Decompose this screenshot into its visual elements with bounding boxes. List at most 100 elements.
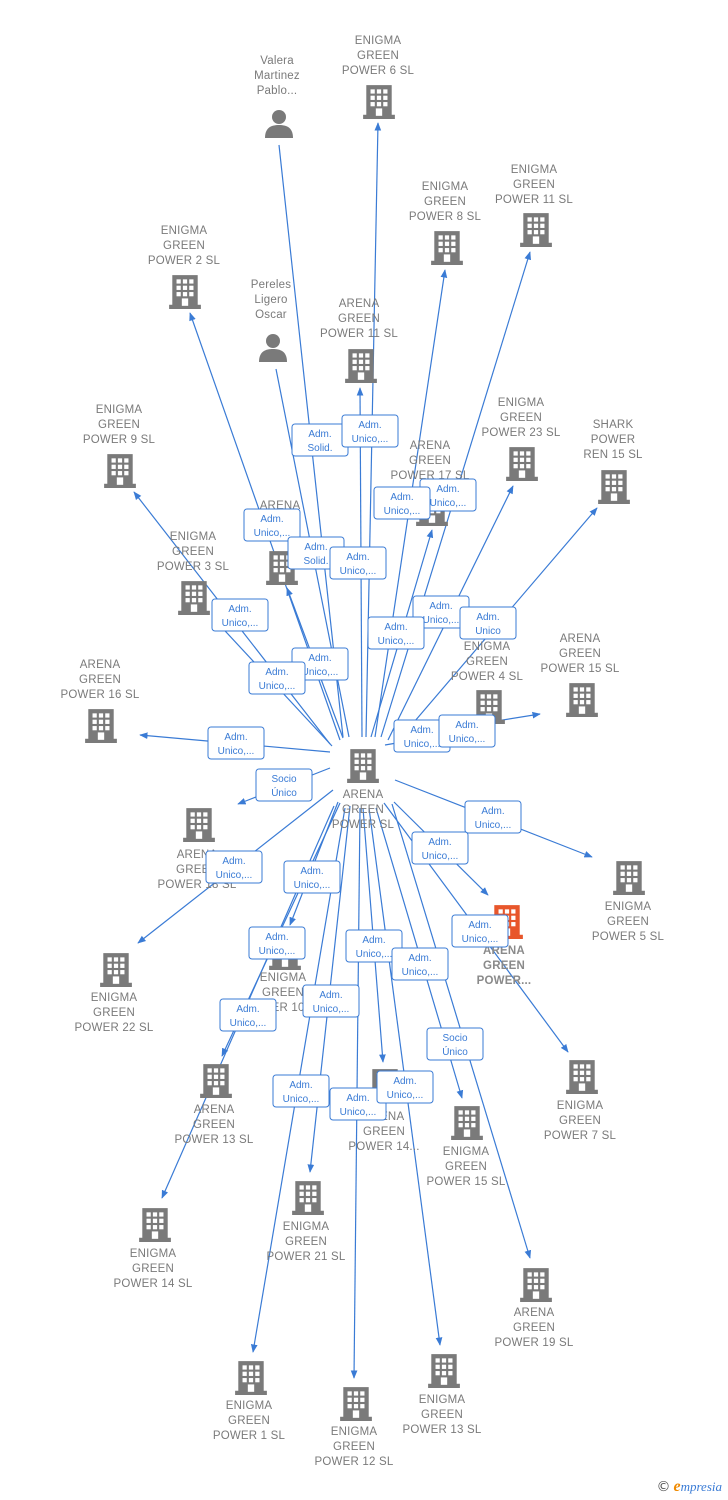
- relation-label-ag11[interactable]: Adm.Unico,...: [329, 546, 387, 580]
- relation-box: [248, 926, 306, 960]
- relation-text: Adm.: [308, 429, 331, 440]
- node-label-line: POWER 14...: [348, 1141, 419, 1153]
- relation-label-ag14[interactable]: Adm.Unico,...: [345, 929, 403, 963]
- relation-label-ag15b[interactable]: Adm.Unico,...: [438, 714, 496, 748]
- relation-label-ag16[interactable]: Adm.Unico,...: [207, 726, 265, 760]
- node-label-line: GREEN: [559, 1115, 601, 1127]
- person-icon: [259, 334, 287, 362]
- relation-text: Unico,...: [404, 739, 441, 750]
- relation-text: Unico,...: [384, 506, 421, 517]
- person-icon: [265, 110, 293, 138]
- relation-text: Unico,...: [462, 934, 499, 945]
- relation-label-eg2[interactable]: Adm.Unico,...: [243, 508, 301, 542]
- relation-label-agdots[interactable]: Adm.Unico,...: [411, 831, 469, 865]
- relation-label-eg12[interactable]: Adm.Unico,...: [329, 1087, 387, 1121]
- node-label-line: POWER 13 SL: [403, 1424, 482, 1436]
- relation-label-eg7[interactable]: Adm.Unico,...: [451, 914, 509, 948]
- node-label-line: GREEN: [172, 546, 214, 558]
- node-label-line: ARENA: [560, 633, 601, 645]
- node-label-line: POWER 21 SL: [267, 1251, 346, 1263]
- building-icon: [347, 749, 379, 783]
- relation-label-eg1[interactable]: Adm.Unico,...: [272, 1074, 330, 1108]
- relation-text: Adm.: [265, 667, 288, 678]
- node-label-line: GREEN: [483, 960, 525, 972]
- relation-text: Adm.: [346, 1093, 369, 1104]
- relation-label-eg6[interactable]: Adm.Unico,...: [341, 414, 399, 448]
- relation-label-eg21[interactable]: Adm.Unico,...: [302, 984, 360, 1018]
- node-label-line: Pablo...: [257, 85, 298, 97]
- node-label-line: POWER 15 SL: [541, 663, 620, 675]
- relation-label-eg10[interactable]: Adm.Unico,...: [283, 860, 341, 894]
- node-label-line: GREEN: [163, 240, 205, 252]
- relation-text: Unico,...: [430, 498, 467, 509]
- node-label-line: ENIGMA: [605, 901, 652, 913]
- relation-box: [367, 616, 425, 650]
- node-label-line: POWER 9 SL: [83, 434, 156, 446]
- relation-box: [376, 1070, 434, 1104]
- building-icon: [292, 1181, 324, 1215]
- relation-label-eg4[interactable]: Adm.Unico,...: [393, 719, 451, 753]
- relation-label-eg15[interactable]: Adm.Unico,...: [391, 947, 449, 981]
- relation-label-ag13[interactable]: Adm.Unico,...: [248, 926, 306, 960]
- node-label-line: POWER 22 SL: [75, 1022, 154, 1034]
- relation-label-eg13[interactable]: Adm.Unico,...: [376, 1070, 434, 1104]
- relation-label-eg3[interactable]: Adm.Unico,...: [248, 661, 306, 695]
- building-icon: [85, 709, 117, 743]
- relation-text: Unico,...: [378, 636, 415, 647]
- relation-label-eg9[interactable]: Adm.Unico,...: [211, 598, 269, 632]
- relation-text: Adm.: [236, 1004, 259, 1015]
- relation-text: Único: [271, 786, 297, 799]
- relation-label-eg11[interactable]: Adm.Unico,...: [419, 478, 477, 512]
- relation-text: Unico,...: [352, 434, 389, 445]
- relation-label-eg5[interactable]: Adm.Unico,...: [464, 800, 522, 834]
- relation-label-eg14[interactable]: Adm.Unico,...: [219, 998, 277, 1032]
- relation-text: Adm.: [390, 492, 413, 503]
- relation-label-ag17[interactable]: Adm.Unico,...: [367, 616, 425, 650]
- relation-label-eg8[interactable]: Adm. Unico,...: [373, 486, 431, 520]
- node-label-line: POWER...: [477, 975, 532, 987]
- relation-label-valera[interactable]: Adm.Solid.: [291, 423, 349, 457]
- relation-text: Adm.: [362, 935, 385, 946]
- node-label-line: ENIGMA: [355, 35, 402, 47]
- node-label-line: GREEN: [357, 50, 399, 62]
- empresia-copyright[interactable]: ©empresia: [656, 1478, 722, 1496]
- node-label-line: POWER 12 SL: [315, 1456, 394, 1468]
- relation-label-eg23[interactable]: Adm.Unico,...: [412, 595, 470, 629]
- relation-label-shark[interactable]: Adm.Unico: [459, 606, 517, 640]
- relation-label-eg22[interactable]: Adm.Unico,...: [205, 850, 263, 884]
